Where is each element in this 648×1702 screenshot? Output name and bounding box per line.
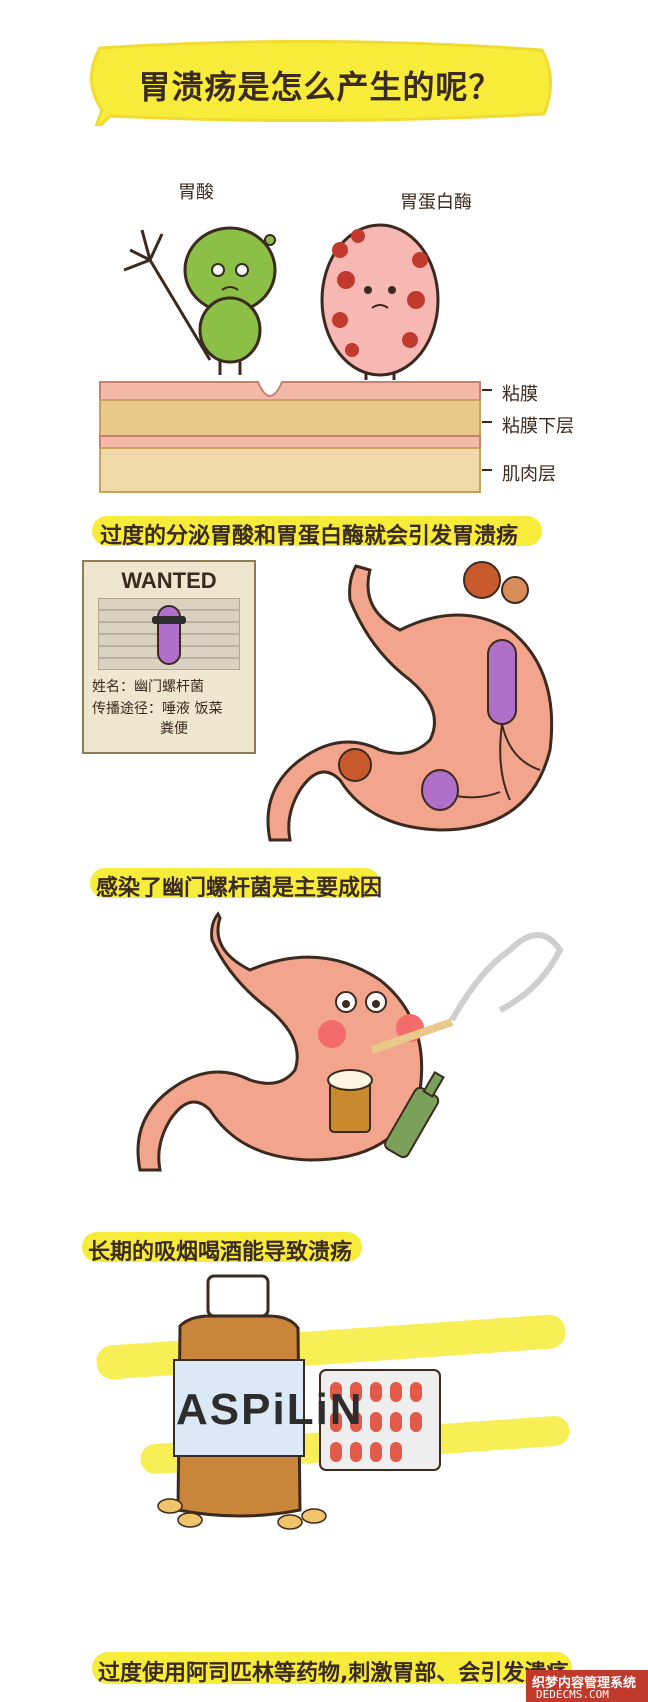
caption-3: 长期的吸烟喝酒能导致溃疡 xyxy=(88,1240,353,1265)
page-title: 胃溃疡是怎么产生的呢？ xyxy=(138,68,502,106)
wanted-route: 传播途径：唾液 饭菜 xyxy=(92,701,223,717)
germ-icon xyxy=(463,561,501,599)
stomach-wall-illustration xyxy=(99,223,492,493)
germ-icon xyxy=(338,748,372,782)
acid-character-icon xyxy=(183,226,277,375)
caption-1: 过度的分泌胃酸和胃蛋白酶就会引发胃溃疡 xyxy=(100,524,519,549)
medicine-illustration xyxy=(157,1274,441,1530)
smoke-icon xyxy=(449,932,564,1022)
wanted-name: 姓名：幽门螺杆菌 xyxy=(92,679,204,695)
bacteria-mugshot-icon xyxy=(98,598,240,670)
caption-highlight xyxy=(92,1652,572,1684)
cigarette-icon xyxy=(370,1018,454,1054)
tablet-icon xyxy=(157,1498,327,1530)
watermark-line1: 织梦内容管理系统 xyxy=(532,1676,637,1691)
bottle-cap-icon xyxy=(206,1274,270,1318)
caption-highlight xyxy=(82,1232,362,1262)
layer-label-muscle: 肌肉层 xyxy=(502,464,556,485)
caption-highlight xyxy=(90,868,380,898)
stomach-infected-illustration xyxy=(266,561,554,842)
pepsin-character-icon xyxy=(320,223,440,380)
layer-label-mucosa: 粘膜 xyxy=(502,384,538,405)
submucosa-layer xyxy=(99,399,481,437)
trident-icon xyxy=(123,229,212,361)
layer-label-submucosa: 粘膜下层 xyxy=(502,416,574,437)
label-gastric-acid: 胃酸 xyxy=(178,182,214,203)
h-pylori-icon xyxy=(487,639,517,725)
label-pepsin: 胃蛋白酶 xyxy=(400,192,472,213)
title-bubble xyxy=(90,40,553,126)
watermark-badge: 织梦内容管理系统 DEDECMS.COM xyxy=(526,1670,648,1702)
caption-4: 过度使用阿司匹林等药物,刺激胃部、会引发溃疡 xyxy=(98,1661,569,1686)
wanted-poster: WANTED 姓名：幽门螺杆菌 传播途径：唾液 饭菜 粪便 xyxy=(82,560,256,754)
bottle-label: ASPiLiN xyxy=(176,1385,364,1434)
mucosa-layer xyxy=(99,381,481,401)
wanted-title: WANTED xyxy=(121,568,217,593)
watermark-line2: DEDECMS.COM xyxy=(536,1688,609,1701)
bottle-icon xyxy=(384,1070,445,1159)
germ-icon xyxy=(501,576,529,604)
caption-highlight xyxy=(92,516,542,546)
h-pylori-icon xyxy=(421,769,459,811)
stomach-smoking-drinking-illustration xyxy=(136,911,564,1172)
wanted-route-2: 粪便 xyxy=(160,721,188,737)
caption-2: 感染了幽门螺杆菌是主要成因 xyxy=(96,876,383,901)
muscle-layer xyxy=(99,447,481,493)
